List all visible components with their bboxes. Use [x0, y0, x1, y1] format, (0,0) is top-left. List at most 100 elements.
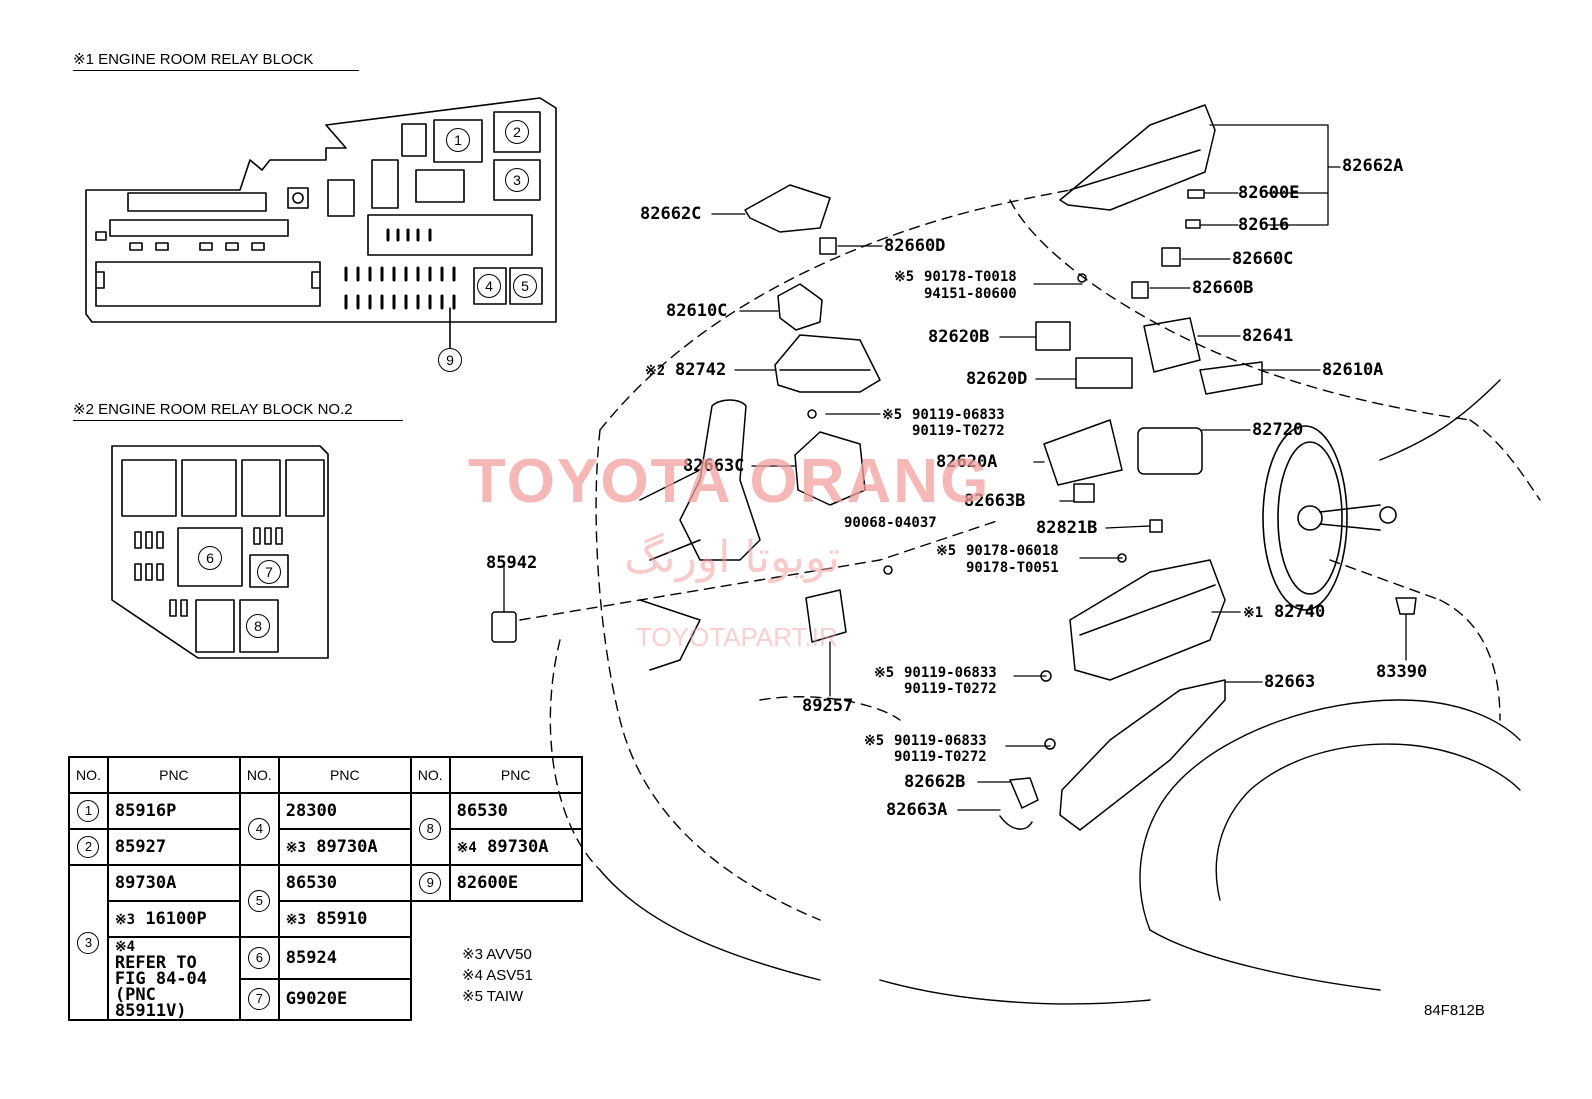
- note-marker-1: ※1: [1243, 605, 1264, 621]
- part-label-82662C[interactable]: 82662C: [640, 204, 702, 224]
- figure-code: 84F812B: [1424, 1002, 1485, 1019]
- bolt-label-90119-T0272-a[interactable]: 90119-T0272: [912, 423, 1005, 439]
- callout-4: 4: [477, 274, 501, 298]
- relay-block-1-drawing: [85, 97, 557, 351]
- car-body-solid: [599, 379, 1521, 1005]
- part-label-82600E[interactable]: 82600E: [1238, 183, 1300, 203]
- part-label-82620A[interactable]: 82620A: [936, 452, 998, 472]
- pnc-cell[interactable]: ※4 89730A: [448, 828, 583, 866]
- footnote-3: ※3 AVV50: [462, 946, 532, 963]
- part-label-82663[interactable]: 82663: [1264, 672, 1316, 692]
- callout-7: 7: [257, 560, 281, 584]
- bolt-marker-4: ※5: [874, 665, 895, 681]
- bolt-marker-5: ※5: [864, 733, 885, 749]
- part-label-82620B[interactable]: 82620B: [928, 327, 990, 347]
- bolt-label-90119-06833-b[interactable]: 90119-06833: [904, 665, 997, 681]
- relay-block-1-title: ※1 ENGINE ROOM RELAY BLOCK: [73, 51, 314, 68]
- part-label-82616[interactable]: 82616: [1238, 215, 1290, 235]
- note-marker-2: ※2: [645, 363, 666, 379]
- part-label-82662B[interactable]: 82662B: [904, 772, 966, 792]
- part-label-82821B[interactable]: 82821B: [1036, 518, 1098, 538]
- part-label-82610A[interactable]: 82610A: [1322, 360, 1384, 380]
- watermark-arabic: تویوتا اورنگ: [624, 532, 840, 583]
- watermark-url: TOYOTAPART.IR: [636, 622, 838, 652]
- bolt-label-94151-80600[interactable]: 94151-80600: [924, 286, 1017, 302]
- pnc-cell[interactable]: 86530: [448, 792, 583, 830]
- pnc-cell[interactable]: 85927: [106, 828, 241, 866]
- bolt-label-90068-04037[interactable]: 90068-04037: [844, 515, 937, 531]
- bolt-label-90119-06833-a[interactable]: 90119-06833: [912, 407, 1005, 423]
- part-label-82742[interactable]: 82742: [675, 360, 727, 380]
- callout-9: 9: [438, 348, 462, 372]
- pnc-cell[interactable]: G9020E: [277, 977, 412, 1021]
- pnc-cell[interactable]: ※3 16100P: [106, 900, 241, 938]
- part-label-82610C[interactable]: 82610C: [666, 301, 728, 321]
- pnc-cell[interactable]: 82600E: [448, 864, 583, 902]
- relay-block-2-underline: [73, 420, 403, 421]
- row-number-5: 5: [238, 864, 280, 938]
- bolt-label-90178-06018[interactable]: 90178-06018: [966, 543, 1059, 559]
- bolt-marker-3: ※5: [936, 543, 957, 559]
- callout-6: 6: [198, 546, 222, 570]
- part-label-82641[interactable]: 82641: [1242, 326, 1294, 346]
- part-label-82660D[interactable]: 82660D: [884, 236, 946, 256]
- pnc-cell[interactable]: 85916P: [106, 792, 241, 830]
- part-label-82660C[interactable]: 82660C: [1232, 249, 1294, 269]
- row-number-6: 6: [238, 936, 280, 980]
- bolt-label-90119-06833-c[interactable]: 90119-06833: [894, 733, 987, 749]
- row-number-9: 9: [409, 864, 451, 902]
- row-number-1: 1: [68, 792, 109, 830]
- components: [491, 104, 1417, 831]
- relay-block-2-title: ※2 ENGINE ROOM RELAY BLOCK NO.2: [73, 401, 353, 418]
- bolt-label-90119-T0272-b[interactable]: 90119-T0272: [904, 681, 997, 697]
- part-label-82663A[interactable]: 82663A: [886, 800, 948, 820]
- reference-cell[interactable]: ※4 REFER TO FIG 84-04 (PNC 85911V): [106, 936, 241, 1021]
- part-label-83390[interactable]: 83390: [1376, 662, 1428, 682]
- relay-block-2-drawing: [111, 445, 329, 659]
- part-label-82662A[interactable]: 82662A: [1342, 156, 1404, 176]
- pnc-cell[interactable]: ※3 89730A: [277, 828, 412, 866]
- col-header-pnc: PNC: [448, 756, 583, 794]
- callout-1: 1: [446, 128, 470, 152]
- callout-5: 5: [513, 274, 537, 298]
- footnotes: ※3 AVV50 ※4 ASV51 ※5 TAIW: [462, 944, 533, 1007]
- part-label-82720[interactable]: 82720: [1252, 420, 1304, 440]
- col-header-no: NO.: [409, 756, 451, 794]
- brake-booster-drawing: [1262, 425, 1397, 611]
- relay-block-1-underline: [73, 70, 359, 71]
- footnote-5: ※5 TAIW: [462, 988, 524, 1005]
- part-label-82660B[interactable]: 82660B: [1192, 278, 1254, 298]
- bolt-label-90178-T0051[interactable]: 90178-T0051: [966, 560, 1059, 576]
- part-label-89257[interactable]: 89257: [802, 696, 854, 716]
- part-label-82620D[interactable]: 82620D: [966, 369, 1028, 389]
- row-number-2: 2: [68, 828, 109, 866]
- leader-lines: [503, 124, 1407, 811]
- part-label-82663C[interactable]: 82663C: [683, 456, 745, 476]
- part-label-82740[interactable]: 82740: [1274, 602, 1326, 622]
- part-label-82663B[interactable]: 82663B: [964, 491, 1026, 511]
- part-label-85942[interactable]: 85942: [486, 553, 538, 573]
- row-number-3: 3: [68, 864, 109, 1021]
- row-number-8: 8: [409, 792, 451, 866]
- pnc-cell[interactable]: 28300: [277, 792, 412, 830]
- bolt-marker-1: ※5: [894, 269, 915, 285]
- callout-3: 3: [505, 168, 529, 192]
- callout-2: 2: [505, 120, 529, 144]
- callout-8: 8: [246, 614, 270, 638]
- bolt-label-90119-T0272-c[interactable]: 90119-T0272: [894, 749, 987, 765]
- pnc-cell[interactable]: 89730A: [106, 864, 241, 902]
- bolt-label-90178-T0018[interactable]: 90178-T0018: [924, 269, 1017, 285]
- watermark-text: TOYOTA ORANG: [468, 447, 991, 516]
- col-header-no: NO.: [68, 756, 109, 794]
- pnc-cell[interactable]: 86530: [277, 864, 412, 902]
- col-header-no: NO.: [238, 756, 280, 794]
- pnc-cell[interactable]: 85924: [277, 936, 412, 980]
- footnote-4: ※4 ASV51: [462, 967, 533, 984]
- pnc-cell[interactable]: ※3 85910: [277, 900, 412, 938]
- col-header-pnc: PNC: [277, 756, 412, 794]
- col-header-pnc: PNC: [106, 756, 241, 794]
- bolt-marker-2: ※5: [882, 407, 903, 423]
- pnc-table: NO. PNC NO. PNC NO. PNC 1 85916P 4 28300…: [68, 756, 583, 1021]
